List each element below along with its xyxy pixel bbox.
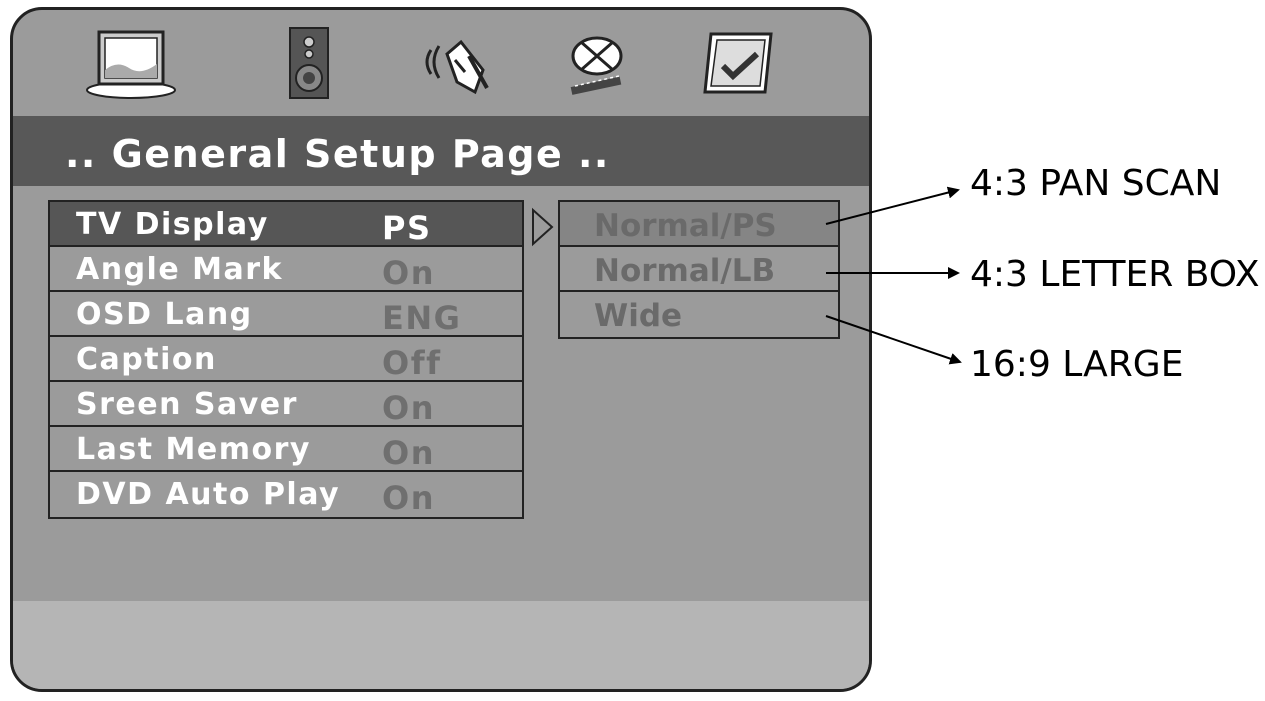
option-label: Normal/PS bbox=[594, 208, 777, 244]
menu-item-value: PS bbox=[382, 209, 432, 247]
option-label: Wide bbox=[594, 298, 683, 334]
menu-item-label: TV Display bbox=[76, 207, 269, 242]
menu-item-screen-saver[interactable]: Sreen Saver On bbox=[50, 382, 522, 427]
menu-item-value: On bbox=[382, 389, 435, 427]
callout-arrow-pan-scan bbox=[825, 186, 960, 225]
menu-item-osd-lang[interactable]: OSD Lang ENG bbox=[50, 292, 522, 337]
callout-letter-box: 4:3 LETTER BOX bbox=[970, 254, 1260, 295]
menu-item-value: On bbox=[382, 479, 435, 517]
tv-display-icon[interactable] bbox=[85, 26, 177, 100]
menu-item-value: ENG bbox=[382, 299, 462, 337]
option-wide[interactable]: Wide bbox=[560, 292, 838, 337]
icon-bar bbox=[13, 10, 869, 118]
menu-item-value: Off bbox=[382, 344, 442, 382]
menu-item-angle-mark[interactable]: Angle Mark On bbox=[50, 247, 522, 292]
callout-large: 16:9 LARGE bbox=[970, 344, 1184, 385]
title-bar: .. General Setup Page .. bbox=[13, 116, 869, 186]
option-normal-ps[interactable]: Normal/PS bbox=[560, 202, 838, 247]
menu-item-label: DVD Auto Play bbox=[76, 477, 341, 512]
tv-display-submenu: Normal/PS Normal/LB Wide bbox=[558, 200, 840, 339]
menu-item-last-memory[interactable]: Last Memory On bbox=[50, 427, 522, 472]
menu-item-dvd-auto-play[interactable]: DVD Auto Play On bbox=[50, 472, 522, 517]
status-bar bbox=[13, 601, 869, 689]
audio-icon[interactable] bbox=[421, 26, 497, 100]
menu-item-tv-display[interactable]: TV Display PS bbox=[50, 202, 522, 247]
menu-item-label: Angle Mark bbox=[76, 252, 283, 287]
submenu-pointer-icon bbox=[530, 207, 556, 251]
preference-icon[interactable] bbox=[565, 26, 635, 100]
menu-item-label: Caption bbox=[76, 342, 217, 377]
menu-item-label: Last Memory bbox=[76, 432, 311, 467]
option-label: Normal/LB bbox=[594, 253, 776, 289]
speaker-icon[interactable] bbox=[287, 26, 331, 100]
page-title: .. General Setup Page .. bbox=[65, 132, 610, 176]
menu-item-value: On bbox=[382, 434, 435, 472]
exit-icon[interactable] bbox=[697, 26, 777, 100]
menu-item-value: On bbox=[382, 254, 435, 292]
callout-pan-scan: 4:3 PAN SCAN bbox=[970, 163, 1222, 204]
setup-screen: .. General Setup Page .. bbox=[10, 7, 872, 692]
setup-menu-list: TV Display PS Angle Mark On OSD Lang ENG… bbox=[48, 200, 524, 519]
menu-item-caption[interactable]: Caption Off bbox=[50, 337, 522, 382]
menu-item-label: Sreen Saver bbox=[76, 387, 298, 422]
callout-arrow-large bbox=[825, 315, 962, 365]
option-normal-lb[interactable]: Normal/LB bbox=[560, 247, 838, 292]
menu-item-label: OSD Lang bbox=[76, 297, 253, 332]
